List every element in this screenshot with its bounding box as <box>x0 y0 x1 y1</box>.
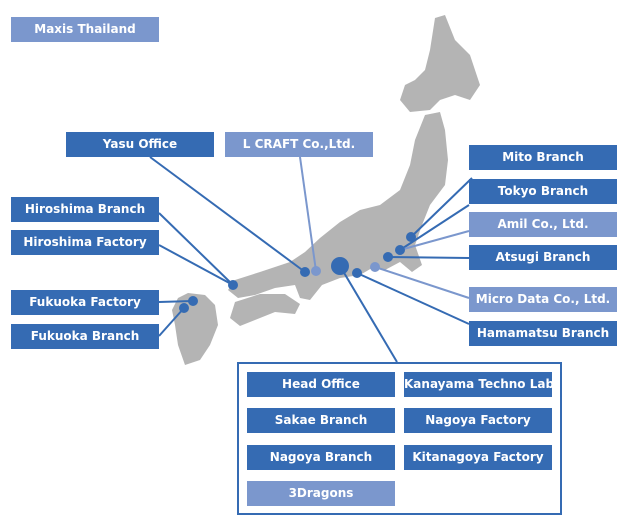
dot-head-office <box>331 257 349 275</box>
label-lcraft[interactable]: L CRAFT Co.,Ltd. <box>225 132 373 157</box>
nagoya-group-box: Head Office Kanayama Techno Lab Sakae Br… <box>237 362 562 515</box>
label-yasu-office[interactable]: Yasu Office <box>66 132 214 157</box>
label-3dragons[interactable]: 3Dragons <box>247 481 395 506</box>
dot-yasu <box>300 267 310 277</box>
label-tokyo-branch[interactable]: Tokyo Branch <box>469 179 617 204</box>
label-micro-data[interactable]: Micro Data Co., Ltd. <box>469 287 617 312</box>
label-fukuoka-factory[interactable]: Fukuoka Factory <box>11 290 159 315</box>
label-hamamatsu-branch[interactable]: Hamamatsu Branch <box>469 321 617 346</box>
label-head-office[interactable]: Head Office <box>247 372 395 397</box>
dot-mito <box>406 232 416 242</box>
shikoku <box>230 294 300 326</box>
label-sakae-branch[interactable]: Sakae Branch <box>247 408 395 433</box>
dot-hiroshima <box>228 280 238 290</box>
label-kitanagoya-factory[interactable]: Kitanagoya Factory <box>404 445 552 470</box>
label-amil[interactable]: Amil Co., Ltd. <box>469 212 617 237</box>
label-atsugi-branch[interactable]: Atsugi Branch <box>469 245 617 270</box>
label-nagoya-branch[interactable]: Nagoya Branch <box>247 445 395 470</box>
hokkaido <box>400 15 480 112</box>
label-maxis-thailand[interactable]: Maxis Thailand <box>11 17 159 42</box>
dot-hamamatsu <box>352 268 362 278</box>
label-kanayama-techno-lab[interactable]: Kanayama Techno Lab <box>404 372 554 397</box>
label-hiroshima-branch[interactable]: Hiroshima Branch <box>11 197 159 222</box>
dot-microdata <box>370 262 380 272</box>
label-nagoya-factory[interactable]: Nagoya Factory <box>404 408 552 433</box>
dot-atsugi <box>383 252 393 262</box>
dot-fukuoka-branch <box>179 303 189 313</box>
dot-tokyo <box>395 245 405 255</box>
honshu <box>228 112 448 300</box>
label-fukuoka-branch[interactable]: Fukuoka Branch <box>11 324 159 349</box>
dot-fukuoka-factory <box>188 296 198 306</box>
label-hiroshima-factory[interactable]: Hiroshima Factory <box>11 230 159 255</box>
label-mito-branch[interactable]: Mito Branch <box>469 145 617 170</box>
dot-lcraft <box>311 266 321 276</box>
